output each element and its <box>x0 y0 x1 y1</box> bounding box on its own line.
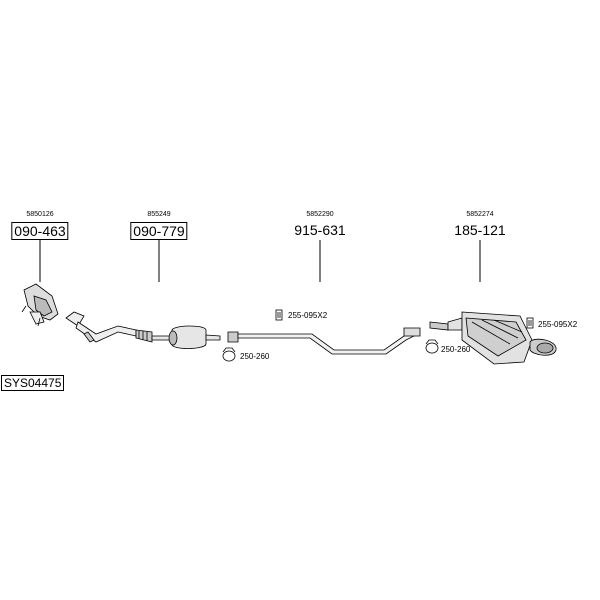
part-number[interactable]: 185-121 <box>454 222 506 238</box>
front-silencer-icon <box>135 325 221 349</box>
catalytic-converter-icon <box>21 283 59 327</box>
ref-number: 5852290 <box>306 211 334 218</box>
clamp-icon <box>222 347 236 362</box>
clamp-icon <box>425 339 439 354</box>
rear-silencer-icon <box>429 311 557 365</box>
part-number[interactable]: 090-463 <box>11 222 69 240</box>
accessory-code[interactable]: 255-095X2 <box>288 311 328 320</box>
accessory-code[interactable]: 255-095X2 <box>538 320 578 329</box>
gasket-icon <box>526 317 534 329</box>
system-code-label: SYS04475 <box>1 375 65 391</box>
accessory-code[interactable]: 250-260 <box>441 345 471 354</box>
front-pipe-icon <box>65 311 137 343</box>
accessory-code[interactable]: 250-260 <box>240 352 270 361</box>
ref-number: 5852274 <box>466 211 494 218</box>
ref-number: 5850126 <box>26 211 54 218</box>
part-number[interactable]: 090-779 <box>130 222 188 240</box>
gasket-icon <box>275 309 283 321</box>
part-number[interactable]: 915-631 <box>294 222 346 238</box>
middle-pipe-icon <box>227 327 421 355</box>
ref-number: 855249 <box>147 211 171 218</box>
